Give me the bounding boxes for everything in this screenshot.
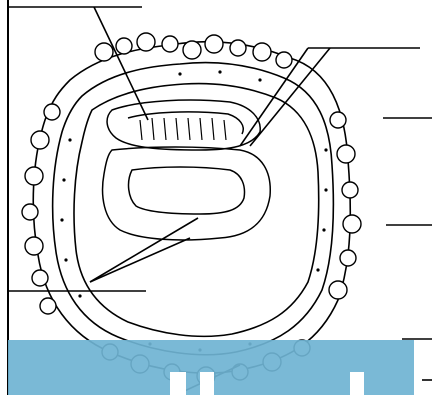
- leader-lines: [8, 7, 432, 395]
- embryonic-disc-upper: [107, 100, 260, 150]
- outer-cell-layer: [33, 42, 350, 373]
- leader-lower-diag-b: [90, 218, 198, 282]
- band-notch-2: [200, 372, 214, 395]
- leader-top-right-diag-a: [240, 48, 308, 146]
- embryonic-disc-lower: [103, 147, 271, 240]
- leader-lower-diag-a: [90, 238, 190, 282]
- outer-cell-bumps: [22, 33, 361, 385]
- band-notch-1: [170, 372, 186, 395]
- band-notch-3: [350, 372, 364, 395]
